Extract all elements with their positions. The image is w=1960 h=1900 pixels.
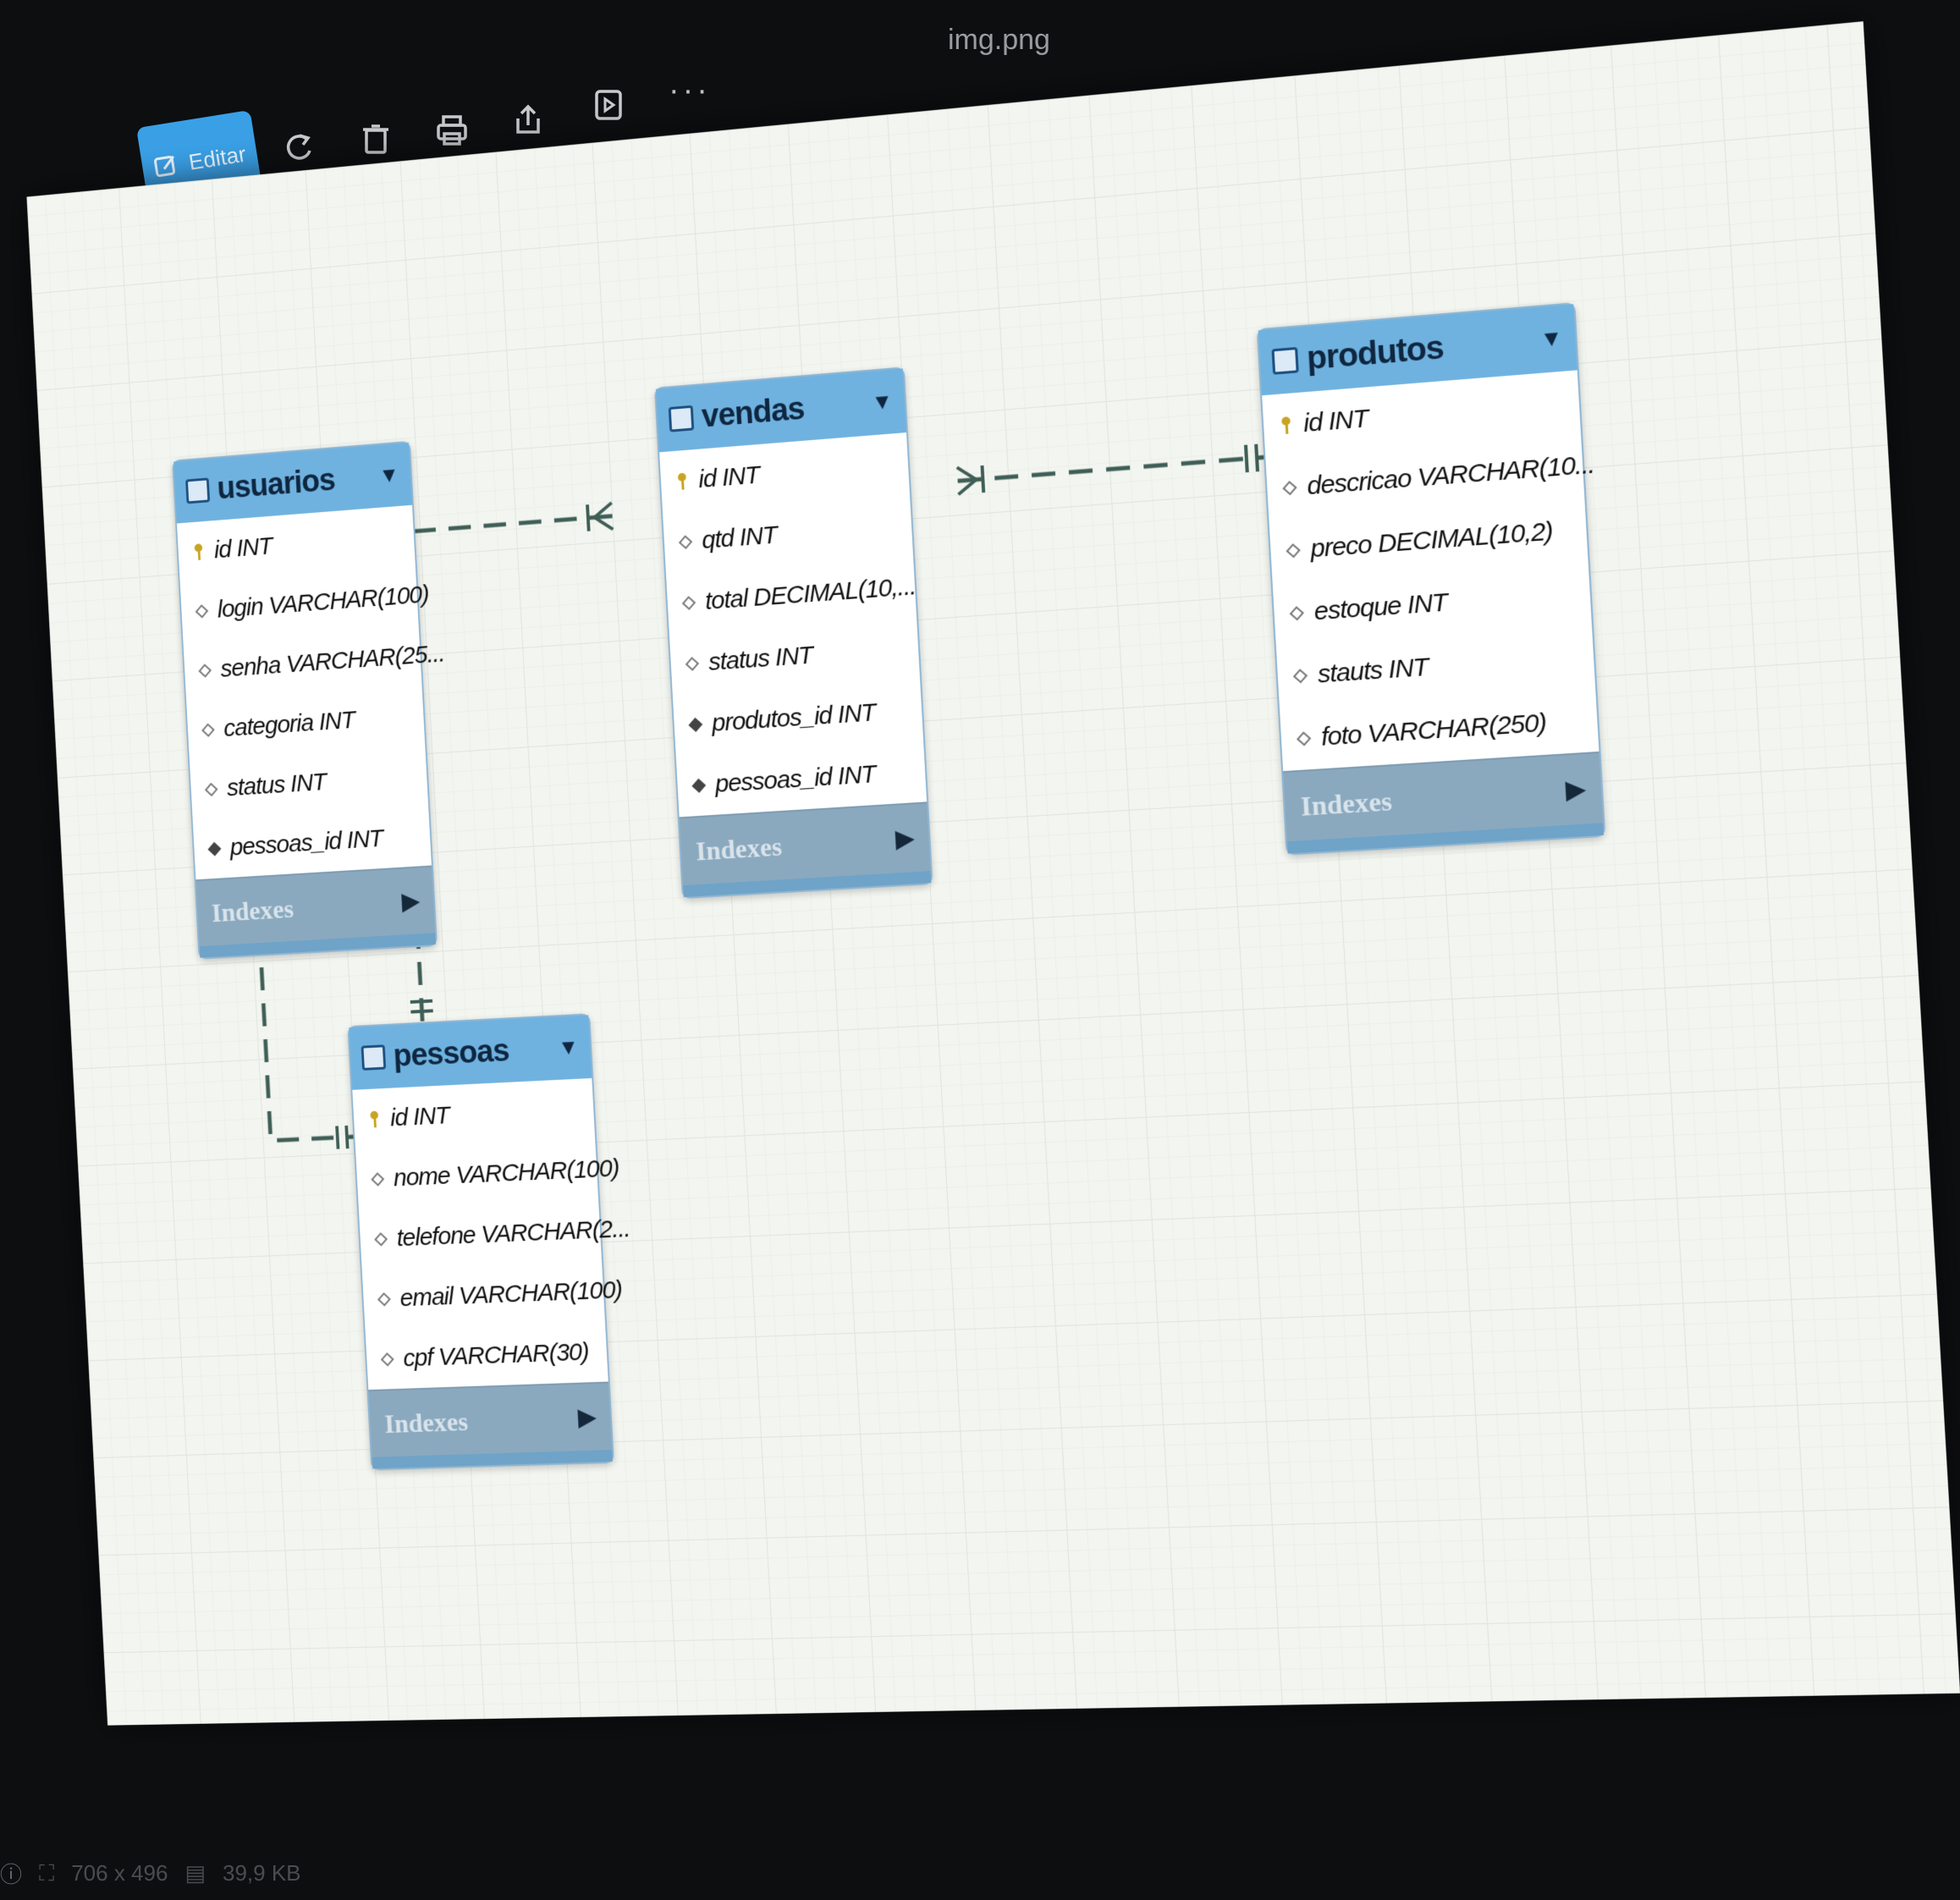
primary-key-icon [1281, 416, 1291, 434]
edit-icon [154, 155, 176, 178]
column-diamond-icon [198, 663, 212, 678]
column-label: id INT [697, 460, 760, 493]
primary-key-icon [195, 543, 203, 560]
primary-key-icon [678, 472, 687, 489]
column-label: id INT [389, 1101, 450, 1132]
info-icon: ⓘ [0, 1862, 23, 1887]
table-icon [1271, 346, 1299, 375]
column-diamond-icon [201, 723, 215, 737]
column-label: qtd INT [701, 520, 778, 554]
edit-button-label: Editar [186, 140, 248, 175]
column-label: stauts INT [1316, 652, 1429, 689]
column-label: status INT [226, 768, 328, 801]
file-size: 39,9 KB [223, 1860, 301, 1886]
link-vendas-pessoas [396, 516, 639, 1022]
edit-button[interactable]: Editar [136, 109, 263, 212]
delete-icon[interactable] [355, 118, 396, 159]
column-diamond-icon [678, 534, 693, 549]
indexes-section[interactable]: Indexes ▶ [368, 1381, 613, 1457]
column-row[interactable]: email VARCHAR(100) [362, 1260, 623, 1330]
column-label: preco DECIMAL(10,2) [1309, 516, 1554, 563]
column-diamond-icon [204, 782, 218, 796]
column-label: id INT [1302, 404, 1369, 438]
column-diamond-icon [374, 1231, 388, 1247]
table-usuarios[interactable]: usuarios ▼ id INT login VARCHAR(100) sen… [172, 440, 445, 960]
column-label: foto VARCHAR(250) [1320, 708, 1547, 752]
indexes-label: Indexes [211, 893, 295, 928]
column-diamond-icon [1282, 480, 1297, 495]
link-vendas-produtos [958, 457, 1264, 481]
indexes-label: Indexes [1299, 785, 1393, 822]
collapse-arrow-icon[interactable]: ▼ [377, 461, 400, 488]
table-icon [361, 1044, 387, 1071]
column-label: senha VARCHAR(25... [219, 639, 446, 683]
column-label: id INT [213, 531, 273, 564]
column-label: pessoas_id INT [714, 759, 877, 798]
foreign-key-icon [691, 778, 706, 793]
status-bar: ⓘ ⛶ 706 x 496 ▤ 39,9 KB [0, 1858, 301, 1889]
column-diamond-icon [1292, 668, 1308, 683]
column-label: total DECIMAL(10,... [704, 571, 917, 615]
column-label: status INT [707, 641, 814, 676]
column-label: nome VARCHAR(100) [393, 1154, 620, 1192]
table-name: usuarios [216, 462, 336, 506]
column-label: categoria INT [223, 706, 355, 742]
table-pessoas[interactable]: pessoas ▼ id INT nome VARCHAR(100) telef… [347, 1013, 630, 1471]
rotate-icon[interactable] [279, 127, 320, 168]
column-label: descricao VARCHAR(10... [1306, 449, 1595, 500]
expand-arrow-icon: ▶ [1565, 775, 1586, 805]
more-options-button[interactable]: ··· [669, 73, 711, 108]
expand-arrow-icon: ▶ [401, 888, 421, 916]
column-diamond-icon [1289, 605, 1304, 620]
collapse-arrow-icon[interactable]: ▼ [870, 388, 894, 416]
column-diamond-icon [1296, 730, 1312, 746]
column-label: telefone VARCHAR(2... [395, 1214, 631, 1252]
collapse-arrow-icon[interactable]: ▼ [1539, 324, 1564, 353]
column-diamond-icon [681, 595, 696, 610]
column-row[interactable]: telefone VARCHAR(2... [359, 1199, 630, 1269]
collapse-arrow-icon[interactable]: ▼ [557, 1033, 580, 1060]
table-name: produtos [1305, 329, 1445, 377]
table-produtos[interactable]: produtos ▼ id INT descricao VARCHAR(10..… [1256, 302, 1606, 856]
table-icon [668, 405, 695, 432]
column-row[interactable]: cpf VARCHAR(30) [366, 1321, 608, 1390]
column-label: cpf VARCHAR(30) [402, 1337, 590, 1372]
column-label: produtos_id INT [711, 697, 877, 737]
table-vendas[interactable]: vendas ▼ id INT qtd INT total DECIMAL(10… [654, 366, 933, 900]
file-name: img.png [948, 24, 1050, 56]
column-diamond-icon [195, 603, 209, 619]
foreign-key-icon [207, 841, 222, 856]
indexes-label: Indexes [695, 830, 783, 867]
column-diamond-icon [377, 1291, 391, 1307]
file-size-icon: ▤ [184, 1860, 206, 1886]
er-diagram-canvas: usuarios ▼ id INT login VARCHAR(100) sen… [26, 21, 1960, 1726]
primary-key-icon [370, 1110, 378, 1127]
column-label: login VARCHAR(100) [216, 580, 430, 623]
expand-arrow-icon: ▶ [895, 825, 915, 853]
indexes-label: Indexes [383, 1406, 469, 1439]
table-name: vendas [700, 390, 806, 434]
dimensions-icon: ⛶ [39, 1859, 55, 1886]
expand-arrow-icon: ▶ [577, 1404, 597, 1431]
slideshow-icon[interactable] [588, 85, 629, 125]
table-name: pessoas [392, 1033, 510, 1074]
column-label: estoque INT [1313, 587, 1448, 626]
column-diamond-icon [371, 1171, 385, 1187]
column-row[interactable]: nome VARCHAR(100) [355, 1139, 619, 1210]
column-label: pessoas_id INT [228, 823, 384, 862]
share-icon[interactable] [508, 100, 548, 140]
print-icon[interactable] [432, 110, 472, 151]
column-row[interactable]: id INT [352, 1078, 595, 1150]
table-header[interactable]: pessoas ▼ [349, 1015, 592, 1090]
foreign-key-icon [688, 717, 703, 732]
column-diamond-icon [685, 656, 700, 671]
column-label: email VARCHAR(100) [399, 1275, 623, 1312]
viewer-toolbar: img.png Editar ··· [0, 0, 1911, 220]
column-diamond-icon [380, 1352, 394, 1367]
image-dimensions: 706 x 496 [71, 1860, 168, 1886]
table-icon [185, 477, 211, 504]
column-diamond-icon [1286, 542, 1301, 558]
